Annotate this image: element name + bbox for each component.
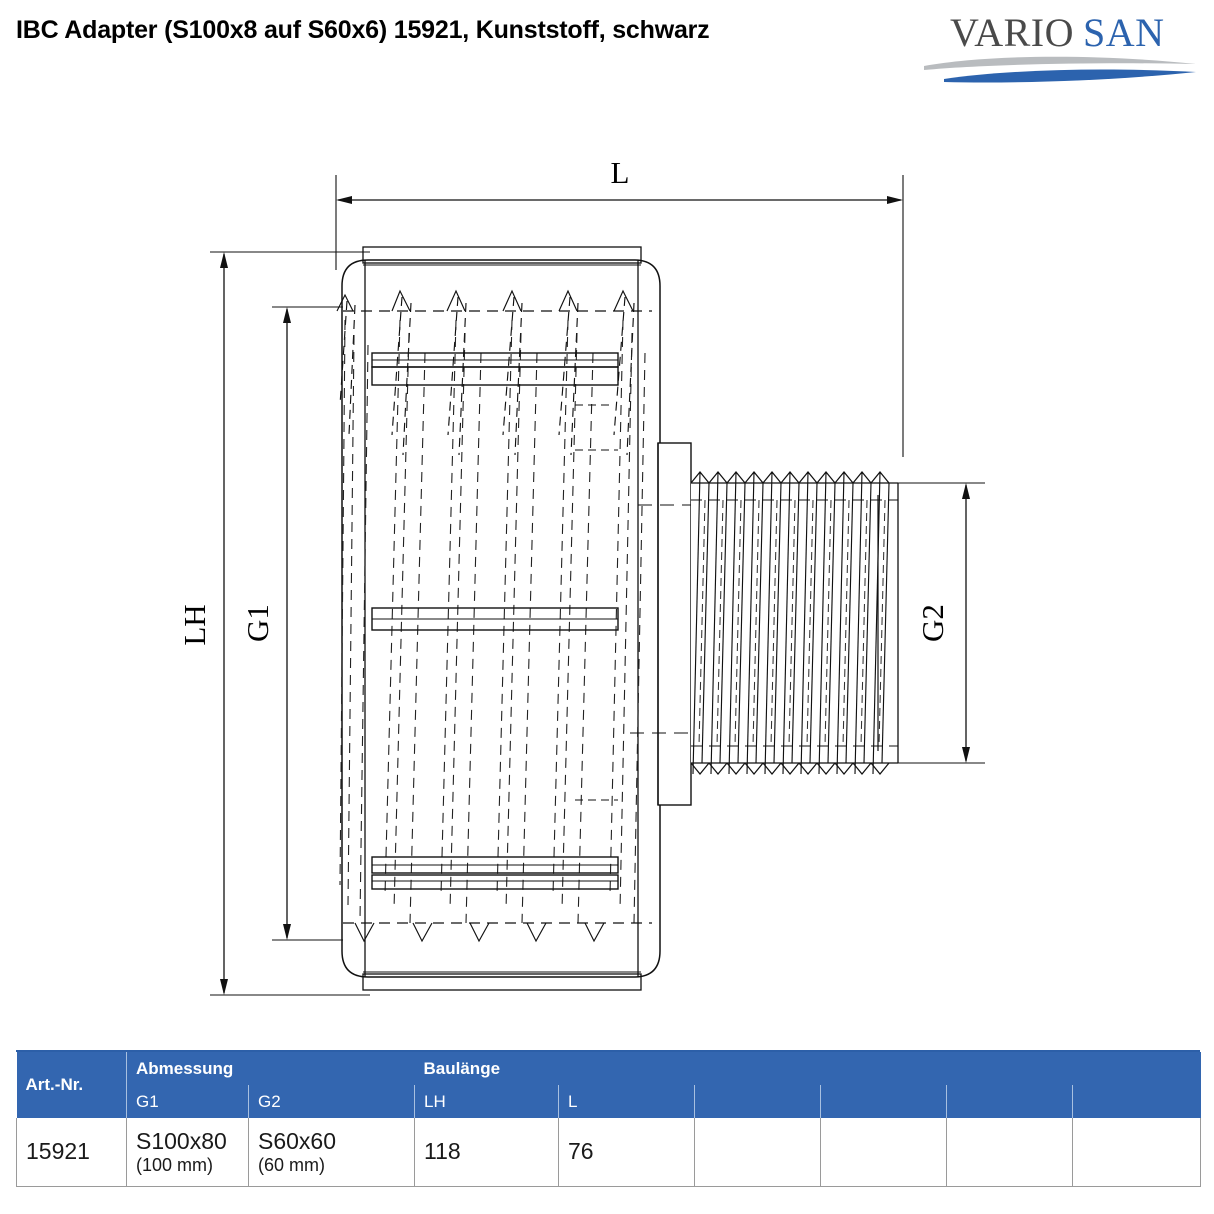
logo-text-vario: VARIO [950,10,1074,55]
internal-thread-top [336,289,652,456]
table-row: 15921 S100x80 (100 mm) S60x60 (60 mm) 11… [16,1118,1202,1187]
col-header-g1: G1 [126,1085,249,1118]
logo-text-san: SAN [1083,10,1165,55]
dimension-label-L: L [611,155,630,190]
table-top-rule [16,1050,1200,1052]
rib-bar-middle [371,607,619,631]
dimension-G2 [890,482,985,764]
logo-swoosh-blue [944,69,1196,83]
col-header-baulaenge: Baulänge [414,1052,695,1085]
rib-bar-lower [371,856,619,890]
dimension-L [335,175,904,457]
cell-extra-1 [694,1118,822,1187]
technical-drawing: L LH G1 G2 [0,105,1214,1040]
spec-table-container: Art.-Nr. Abmessung Baulänge G1 G2 LH L 1… [16,1052,1202,1187]
table-header-row-2: G1 G2 LH L [17,1085,1201,1118]
dimension-label-G2: G2 [915,604,950,642]
col-header-extra-2 [820,1085,948,1118]
spec-table: Art.-Nr. Abmessung Baulänge G1 G2 LH L 1… [16,1052,1202,1187]
cell-g2: S60x60 (60 mm) [248,1118,416,1187]
cell-extra-4 [1072,1118,1202,1187]
cell-g1-sub: (100 mm) [136,1154,214,1175]
col-header-extra-1 [694,1085,822,1118]
cell-g1: S100x80 (100 mm) [126,1118,249,1187]
cell-l: 76 [558,1118,696,1187]
internal-thread-bottom [343,922,652,943]
cell-lh: 118 [414,1118,560,1187]
col-header-extra-4 [1072,1085,1201,1118]
col-header-abmessung: Abmessung [126,1052,415,1085]
col-header-extra-3 [946,1085,1074,1118]
dimension-label-LH: LH [177,604,212,645]
cell-g2-main: S60x60 [258,1128,337,1155]
col-header-lh: LH [414,1085,560,1118]
rib-bar-upper [371,352,619,386]
adapter-body-outline [341,246,661,991]
internal-thread-body [339,319,646,924]
cell-extra-3 [946,1118,1074,1187]
page-title: IBC Adapter (S100x8 auf S60x6) 15921, Ku… [16,16,710,44]
table-header-row-1: Art.-Nr. Abmessung Baulänge [16,1052,1201,1118]
neck-centerline [630,504,700,734]
dimension-label-G1: G1 [240,604,275,642]
cell-extra-2 [820,1118,948,1187]
col-header-extra [694,1052,1201,1085]
logo-swoosh-gray [924,56,1196,70]
external-thread [690,471,899,775]
page-header: IBC Adapter (S100x8 auf S60x6) 15921, Ku… [0,0,1214,105]
variosan-logo: VARIO SAN [920,6,1200,90]
col-header-art-nr: Art.-Nr. [16,1052,127,1118]
cell-art-nr: 15921 [16,1118,127,1187]
cell-g2-sub: (60 mm) [258,1154,325,1175]
dimension-LH [210,251,370,996]
col-header-l: L [558,1085,696,1118]
hidden-detail-marks [575,404,618,801]
cell-g1-main: S100x80 [136,1128,227,1155]
adapter-neck [657,442,692,806]
col-header-g2: G2 [248,1085,416,1118]
